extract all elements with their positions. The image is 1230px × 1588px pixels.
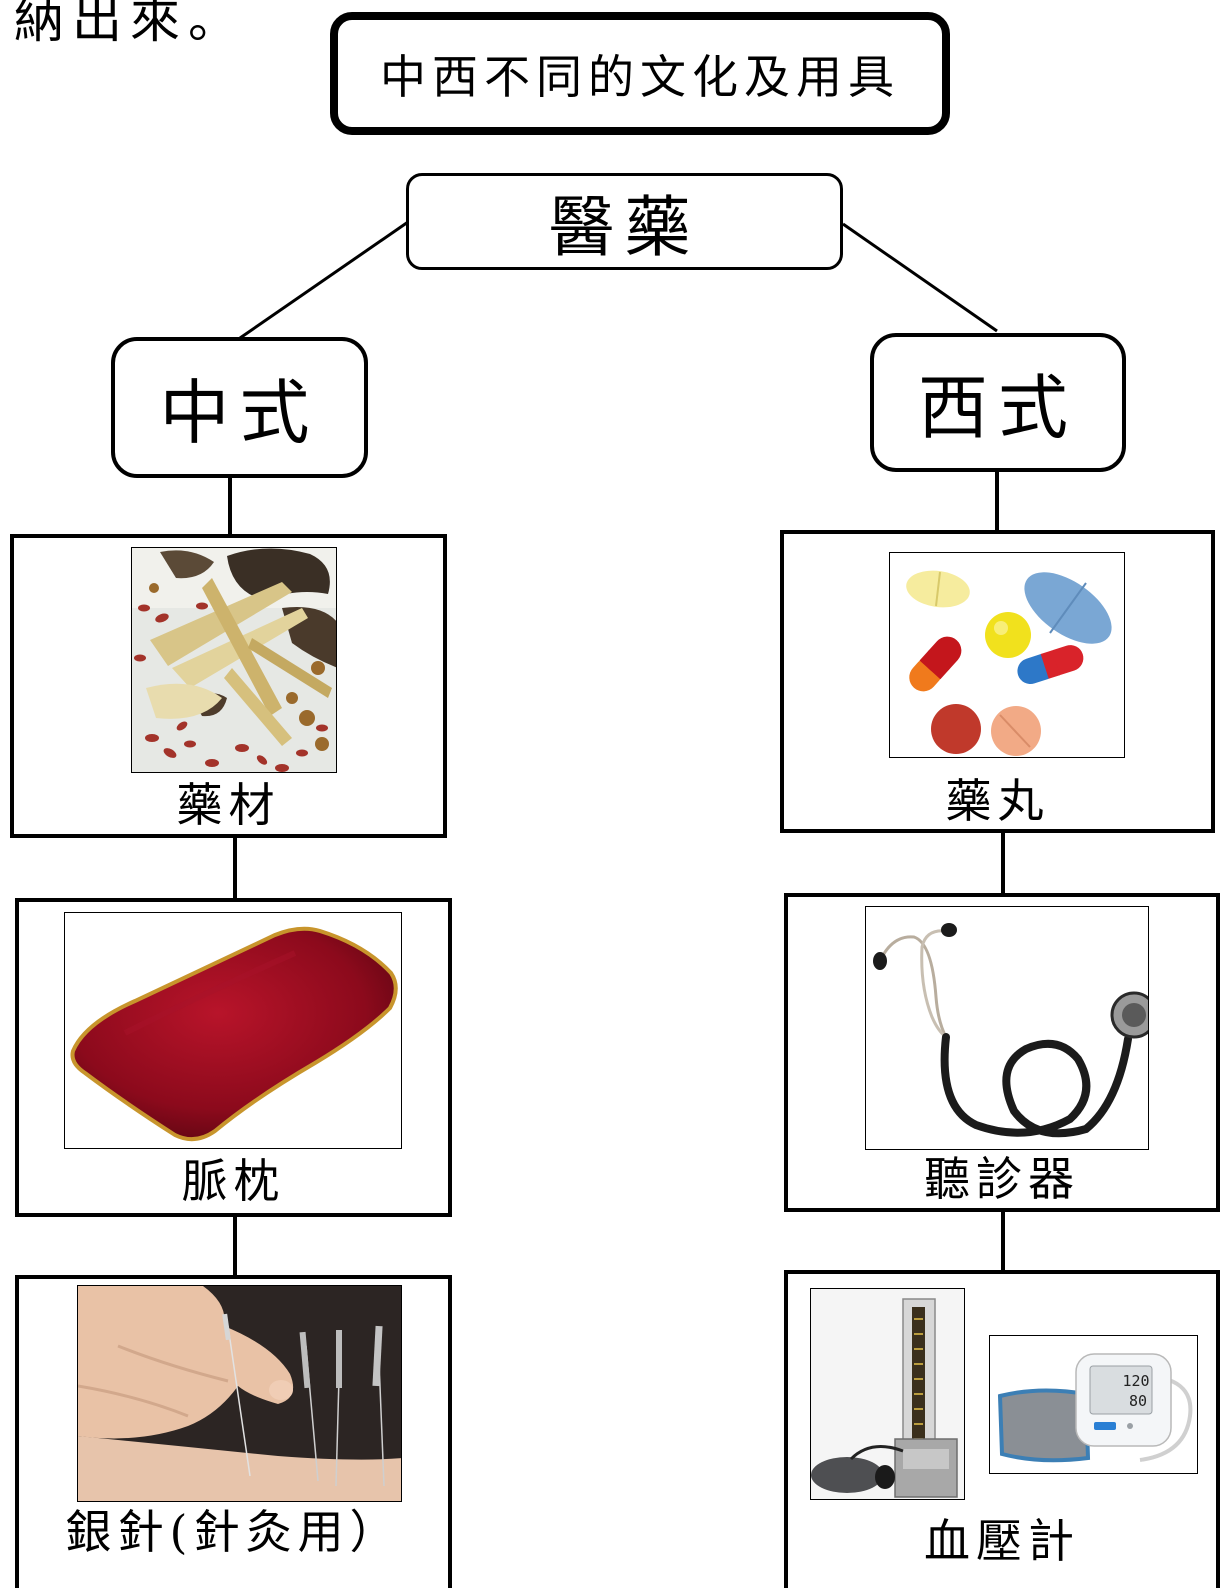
mercury-sphygmomanometer-image (810, 1288, 965, 1500)
card-pulse-pillow: 脈枕 (15, 898, 452, 1217)
connector-root-to-chinese (239, 220, 409, 340)
branch-node-western: 西式 (870, 333, 1126, 472)
branch-node-chinese: 中式 (111, 337, 368, 478)
card-acupuncture-needles: 銀針(針灸用） (15, 1275, 452, 1588)
card-pills: 藥丸 (780, 530, 1215, 833)
card-stethoscope: 聽診器 (784, 893, 1220, 1212)
card-herbs: 藥材 (10, 534, 447, 838)
root-node-medicine: 醫藥 (406, 173, 843, 270)
blood-pressure-monitor-label: 血壓計 (924, 1514, 1080, 1568)
pulse-pillow-label: 脈枕 (181, 1154, 286, 1208)
herbs-label: 藥材 (176, 778, 281, 832)
stethoscope-image (865, 906, 1149, 1150)
intro-text-fragment: 納出來。 (14, 0, 246, 49)
pulse-pillow-image (64, 912, 402, 1149)
pills-label: 藥丸 (945, 774, 1050, 828)
bp-diastolic-reading: 80 (1129, 1392, 1147, 1410)
diagram-title: 中西不同的文化及用具 (330, 12, 950, 135)
stethoscope-label: 聽診器 (924, 1152, 1080, 1206)
digital-blood-pressure-monitor-image: 120 80 (989, 1335, 1198, 1474)
connector-root-to-western (842, 222, 998, 333)
herbs-image (131, 547, 337, 773)
acupuncture-needles-image (77, 1285, 402, 1502)
acupuncture-needles-label: 銀針(針灸用） (65, 1505, 402, 1559)
card-blood-pressure-monitor: 120 80 血壓計 (784, 1270, 1220, 1588)
pills-image (889, 552, 1125, 758)
bp-systolic-reading: 120 (1122, 1372, 1149, 1390)
